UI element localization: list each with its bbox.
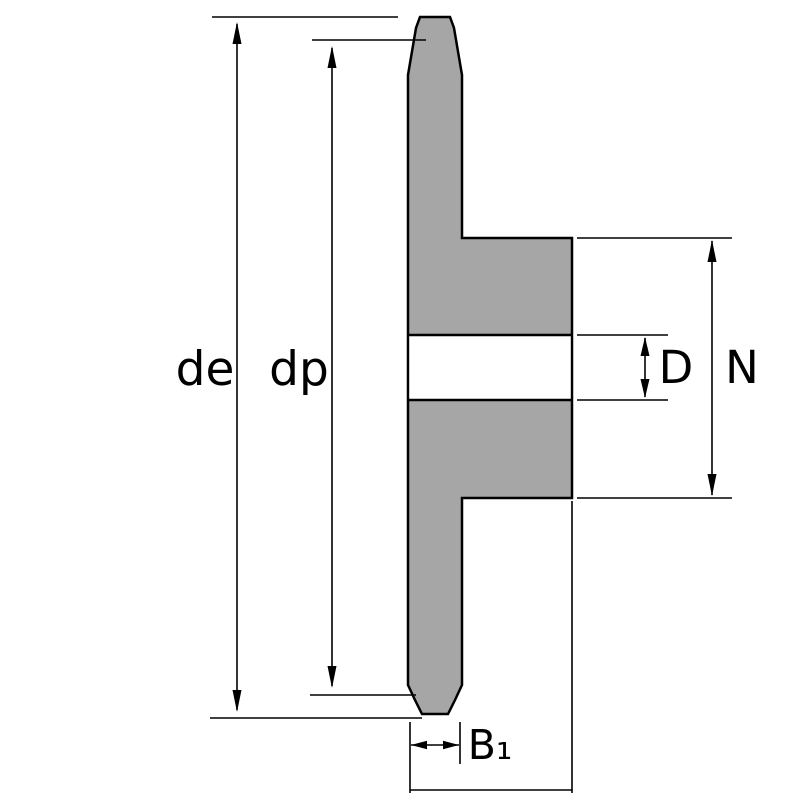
dp-arrowhead-down — [327, 666, 337, 688]
hub-width-reference — [410, 501, 573, 793]
D-arrowhead-down — [640, 379, 650, 398]
dimension-B1: B₁ — [409, 721, 513, 793]
D-arrowhead-up — [640, 337, 650, 356]
dimension-D: D — [577, 334, 694, 401]
sprocket-body — [406, 15, 574, 716]
B1-arrowhead-left — [411, 740, 427, 750]
B1-label: B₁ — [468, 721, 513, 769]
N-label: N — [725, 341, 759, 394]
bore-band — [409, 334, 571, 401]
D-label: D — [659, 341, 694, 394]
dp-label: dp — [269, 342, 329, 397]
B1-arrowhead-right — [443, 740, 459, 750]
de-arrowhead-up — [232, 22, 242, 44]
de-label: de — [176, 342, 235, 397]
dimension-dp: dp — [269, 39, 426, 696]
dimension-de: de — [176, 16, 422, 719]
dimension-N: N — [577, 237, 759, 499]
de-arrowhead-down — [232, 690, 242, 712]
N-arrowhead-down — [707, 474, 717, 496]
N-arrowhead-up — [707, 240, 717, 262]
dp-arrowhead-up — [327, 46, 337, 68]
